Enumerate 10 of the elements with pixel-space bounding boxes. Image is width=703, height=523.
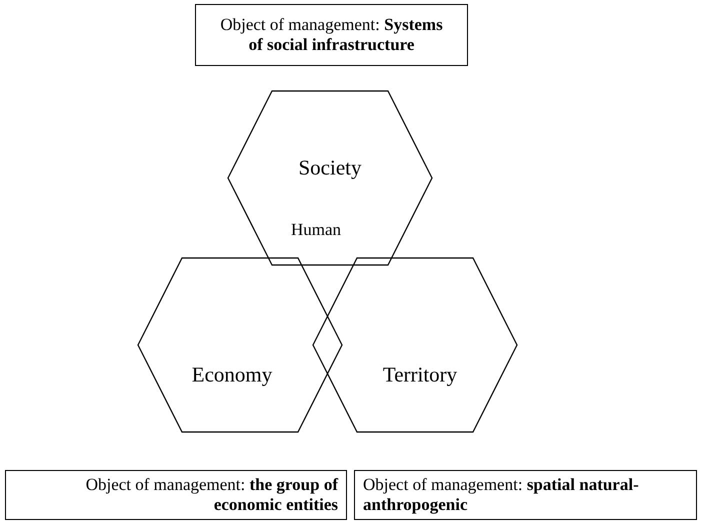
box-text: Object of management: the group of economic entities [84,475,338,515]
hexagon-label: Economy [192,362,272,388]
box-text: Object of management: spatial natural-anthropogenic [363,475,640,515]
hexagon-label: Territory [382,362,458,388]
overlap-label: Human [290,220,342,240]
text-box [5,470,347,520]
text-box [354,470,697,520]
text-box [195,4,468,66]
box-text: Object of management: Systems of social infrastructure [219,15,444,55]
hexagon-label: Society [298,156,362,180]
